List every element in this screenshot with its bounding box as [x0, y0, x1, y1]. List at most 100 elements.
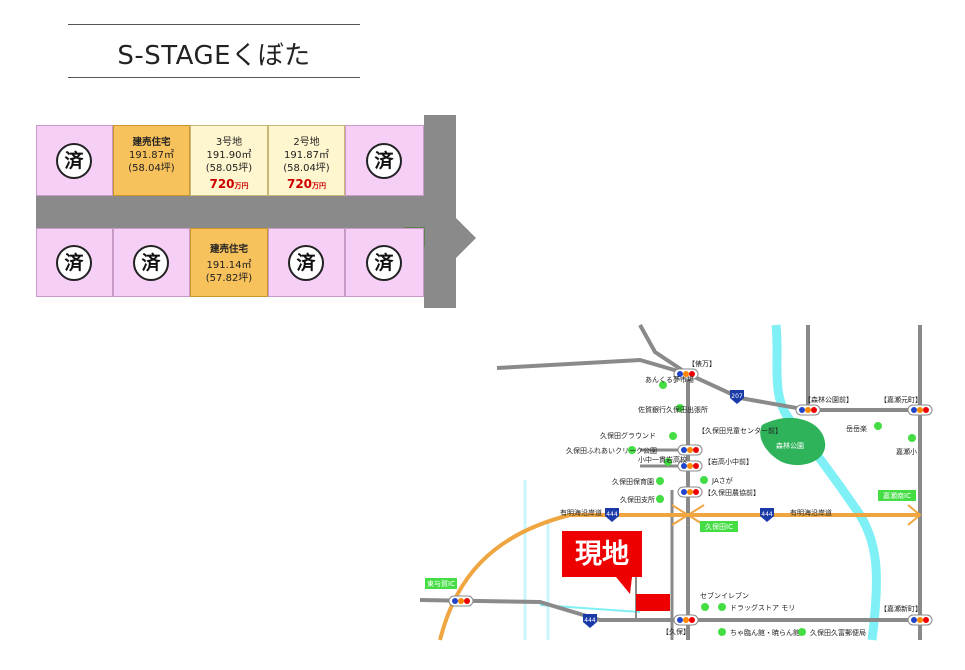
place-label: JAさが [711, 476, 733, 485]
lot-3[interactable]: 3号地 191.90㎡ (58.05坪) 720万円 [190, 125, 268, 196]
traffic-signal [907, 404, 933, 416]
signal-label: 【久保】 [662, 627, 690, 636]
price-unit: 万円 [312, 182, 327, 190]
lot-tsubo: (57.82坪) [205, 273, 253, 284]
lot-heading: 3号地 [215, 137, 243, 148]
svg-text:久保田IC: 久保田IC [705, 522, 733, 531]
place-marker [798, 628, 806, 636]
lot-bottom-1[interactable]: 済 [36, 228, 113, 297]
sold-mark: 済 [133, 245, 169, 281]
svg-text:東与賀IC: 東与賀IC [427, 579, 455, 588]
lot-bottom-2[interactable]: 済 [113, 228, 190, 297]
place-marker [700, 476, 708, 484]
highway-label-west: 有明海沿岸道 [560, 508, 602, 517]
lot-tsubo: (58.04坪) [283, 163, 330, 174]
lot-tsubo: (58.05坪) [205, 163, 253, 174]
signal-label: 【岩高小中前】 [704, 457, 753, 466]
sold-mark: 済 [56, 245, 92, 281]
page-title: S-STAGEくぼた [117, 41, 311, 71]
expressway-ramp-east [907, 504, 922, 526]
lot-area: 191.87㎡ [129, 150, 174, 161]
place-marker [908, 434, 916, 442]
place-label: 嘉瀬小 [896, 447, 917, 456]
route-444-shield: 444 [760, 508, 774, 522]
place-marker [718, 628, 726, 636]
lot-2[interactable]: 2号地 191.87㎡ (58.04坪) 720万円 [268, 125, 345, 196]
place-label: ちゃ臨ん館・暁らん館 [730, 628, 800, 637]
highway-label-east: 有明海沿岸道 [790, 508, 832, 517]
signal-label: 【嘉瀬新町】 [880, 604, 922, 613]
route-444-shield: 444 [605, 508, 619, 522]
park-label: 森林公園 [776, 441, 804, 450]
expressway [438, 513, 920, 641]
lot-heading: 2号地 [293, 137, 320, 148]
place-label: セブンイレブン [700, 591, 749, 600]
plan-road [36, 115, 476, 308]
place-label: 久保田ふれあいクリーク公園 [566, 446, 657, 455]
place-marker [676, 404, 684, 412]
place-marker [701, 603, 709, 611]
svg-text:444: 444 [584, 617, 596, 624]
route-207-shield: 207 [730, 390, 744, 404]
lot-bottom-4[interactable]: 済 [268, 228, 345, 297]
traffic-signal [795, 404, 821, 416]
traffic-signal [677, 486, 703, 498]
place-label: 久保田グラウンド [600, 431, 656, 440]
price-unit: 万円 [234, 182, 249, 190]
place-marker [659, 381, 667, 389]
signal-label: 【久保田農協前】 [704, 488, 760, 497]
expressway-ramp-west [671, 504, 705, 526]
place-marker [628, 446, 636, 454]
river-branch [523, 480, 550, 640]
route-207 [687, 372, 920, 412]
svg-text:444: 444 [761, 511, 773, 518]
lot-top-1[interactable]: 済 [36, 125, 113, 196]
traffic-signal [448, 595, 474, 607]
place-label: 小中一貫岩高校 [638, 455, 687, 464]
title-frame: S-STAGEくぼた [68, 24, 360, 78]
lot-bottom-5[interactable]: 済 [345, 228, 424, 297]
signal-label: 【俵万】 [688, 359, 716, 368]
lot-price: 720 [209, 177, 235, 191]
place-label: 佐賀銀行久保田出張所 [638, 405, 708, 414]
lot-area: 191.87㎡ [284, 150, 329, 161]
traffic-signal [907, 614, 933, 626]
place-label: ドラッグストア モリ [730, 603, 795, 612]
sold-mark: 済 [56, 143, 92, 179]
ic-label-higashiyoka: 東与賀IC [425, 578, 457, 589]
place-marker [874, 422, 882, 430]
signal-label: 【久保田児童センター前】 [698, 426, 782, 435]
lot-tsubo: (58.04坪) [128, 163, 175, 174]
svg-text:444: 444 [606, 511, 618, 518]
subdivision-plan: 済 建売住宅 191.87㎡ (58.04坪) 3号地 191.90㎡ (58.… [36, 115, 476, 308]
site-label: 現地 [575, 539, 629, 570]
road-north-west [496, 357, 689, 376]
lot-heading: 建売住宅 [132, 137, 171, 148]
place-marker [656, 495, 664, 503]
svg-text:207: 207 [731, 393, 743, 400]
lot-top-5[interactable]: 済 [345, 125, 424, 196]
lot-top-model-house[interactable]: 建売住宅 191.87㎡ (58.04坪) [113, 125, 190, 196]
ic-label-kase: 嘉瀬南IC [878, 490, 916, 501]
site-marker[interactable] [636, 594, 670, 611]
forest-park [760, 417, 826, 466]
site-callout: 現地 [562, 531, 642, 594]
place-label: 久保田保育園 [612, 477, 654, 486]
place-marker [664, 458, 672, 466]
svg-text:嘉瀬南IC: 嘉瀬南IC [883, 491, 911, 500]
lot-price: 720 [286, 177, 313, 191]
place-marker [669, 432, 677, 440]
place-label: 久保田久富郵便局 [810, 628, 866, 637]
ic-label-kubota: 久保田IC [700, 521, 738, 532]
sold-mark: 済 [366, 143, 402, 179]
traffic-signal [677, 444, 703, 456]
lot-bottom-model-house[interactable]: 建売住宅 191.14㎡ (57.82坪) [190, 228, 268, 297]
lot-area: 191.90㎡ [206, 150, 252, 161]
signal-label: 【森林公園前】 [804, 395, 853, 404]
place-label: 久保田支所 [620, 495, 655, 504]
route-444-south [419, 598, 920, 622]
place-marker [656, 477, 664, 485]
signal-label: 【嘉瀬元町】 [880, 395, 922, 404]
route-444-shield: 444 [583, 614, 597, 628]
traffic-signal [673, 614, 699, 626]
